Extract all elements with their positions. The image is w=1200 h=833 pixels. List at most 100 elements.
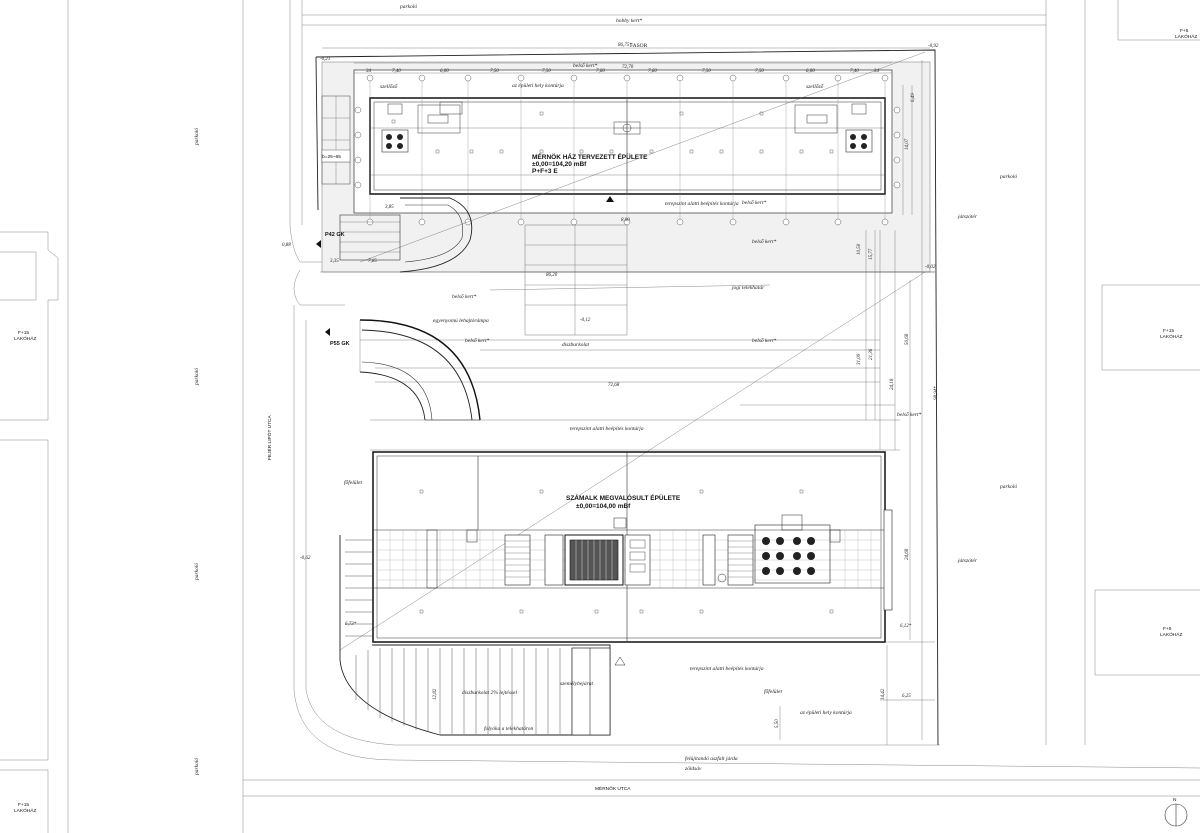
- zoldsav-label: zöldsáv: [684, 766, 702, 772]
- axis-markers: [354, 74, 901, 226]
- belso-kert-2: belső kert*: [465, 337, 490, 344]
- parkolo-right-1: parkoló: [999, 174, 1017, 180]
- belso-kert-3: belső kert*: [752, 238, 777, 245]
- szamalk-building: SZÁMALK MEGVALÓSULT ÉPÜLETE ±0,00=104,00…: [372, 451, 893, 643]
- diszburkolat-label: díszburkolat: [562, 342, 590, 348]
- dim-002: -0,02: [925, 265, 936, 270]
- szamalk-roof-units: [613, 509, 893, 611]
- entrance-marker: [606, 196, 614, 202]
- dim-740a: 7,40: [392, 69, 401, 74]
- dim-1407: 14,07: [905, 138, 910, 150]
- dim-34b: 34: [874, 69, 880, 74]
- jatszoter-label-1: játszótér: [957, 214, 978, 220]
- terepszint-label-3: terepszint alatti beépítés kontúrja: [690, 666, 764, 672]
- dim-1050: 10,50: [857, 243, 862, 255]
- roof-hatch-center: [613, 121, 641, 135]
- lakohaz-right1-a: F+5: [1180, 28, 1189, 34]
- p42-label: P42 GK: [325, 232, 345, 238]
- dim-750c: 7,50: [702, 69, 711, 74]
- fofelulet-label-2: főfelület: [764, 688, 782, 695]
- belso-kert-5: belső kert*: [742, 199, 767, 206]
- lakohaz-left1-b: LAKÓHÁZ: [14, 335, 36, 342]
- dim-092: -0,92: [928, 44, 939, 49]
- p55-label: P55 GK: [330, 341, 350, 347]
- dim-088: 0,88: [282, 243, 291, 248]
- dim-625: 6,25: [902, 694, 911, 699]
- mernok-haz-level: ±0,00=104,20 mBf: [532, 161, 587, 168]
- dim-335: 3,35: [330, 259, 339, 264]
- lakohaz-right2-b: LAKÓHÁZ: [1160, 333, 1182, 340]
- dim-750d: 7,50: [755, 69, 764, 74]
- lakohaz-right3-a: F+5: [1163, 626, 1172, 632]
- roof-equipment-left: [381, 101, 463, 153]
- street-fejer-lipot: FEJÉR LIPÓT UTCA: [266, 415, 273, 460]
- felujitando-label: felújítandó aszfalt járda: [685, 755, 738, 762]
- dim-2136: 21,36: [869, 348, 874, 360]
- dim-750b: 7,50: [542, 69, 551, 74]
- dim-800: 8,00: [621, 218, 630, 223]
- dim-9894: 98,94*: [934, 386, 939, 400]
- left-ramp-block: P42 GK 3,85 3,35 7,65: [316, 95, 473, 273]
- dim-top-total: 86,75*: [618, 43, 632, 48]
- jatszoter-label-2: játszótér: [957, 558, 978, 564]
- szamalk-level: ±0,00=104,00 mBf: [576, 503, 631, 510]
- szamalk-title: SZÁMALK MEGVALÓSULT ÉPÜLETE: [566, 493, 681, 502]
- diagonal-lines: [339, 51, 926, 651]
- szamalk-vents: [419, 489, 834, 614]
- belso-kert-1: belső kert*: [452, 293, 477, 300]
- bejarat-label: b=25~65: [322, 154, 341, 160]
- roof-vents: [391, 111, 834, 154]
- epuleti-hely-label-2: az épületi hely kontúrja: [800, 710, 852, 716]
- dim-1577: 15,77: [869, 248, 874, 260]
- parkolo-left-2: parkoló: [194, 368, 200, 386]
- szamalk-stairs: [426, 529, 754, 589]
- dim-2418: 24,18: [890, 378, 895, 390]
- dim-7268: 72,68: [608, 383, 620, 388]
- parkolo-right-2: parkoló: [999, 484, 1017, 490]
- parkolo-left-3: parkoló: [194, 563, 200, 581]
- top-dimension-chain: 86,75* 72,70 7,40 6,00 7,50 7,50 7,60 7,…: [320, 43, 939, 270]
- dim-600b: 6,00: [806, 69, 815, 74]
- belso-kert-4: belső kert*: [752, 337, 777, 344]
- mernok-haz-floors: P+F+3 E: [532, 168, 558, 175]
- folyoka-label: folyóka a telekhatáron: [484, 725, 534, 732]
- dim-385: 3,85: [385, 205, 394, 210]
- belso-kert-top: belső kert*: [573, 62, 598, 69]
- street-lines: [67, 0, 1200, 833]
- epuleti-hely-label-1: az épületi hely kontúrja: [512, 83, 564, 89]
- roof-equipment-right: [794, 103, 873, 153]
- street-labels: FASOR FEJÉR LIPÓT UTCA MÉRNÖK UTCA parko…: [194, 4, 1017, 792]
- jogi-telekhatar-label: jogi telekhatár: [731, 285, 765, 291]
- szemelybejarat-label: személybejárat: [560, 681, 593, 687]
- p55-ramp: P55 GK egyenyomú lehajtórámpa: [325, 318, 489, 421]
- terepszint-label-2: terepszint alatti beépítés kontúrja: [570, 426, 644, 432]
- dim-600a: 6,00: [440, 69, 449, 74]
- parkolo-left-4: parkoló: [194, 758, 200, 776]
- dim-740b: 7,40: [850, 69, 859, 74]
- parkolo-top: parkoló: [399, 4, 417, 10]
- dim-8620: 86,20: [546, 273, 558, 278]
- terepszint-label-1: terepszint alatti beépítés kontúrja: [665, 201, 739, 207]
- fofelulet-label-1: főfelület: [344, 479, 362, 486]
- dim-top-inner: 72,70: [622, 65, 634, 70]
- mernok-grid-axes: [369, 80, 886, 225]
- szellozo-label-2: szellőző: [806, 83, 824, 90]
- dim-2468: 24,68: [905, 548, 910, 560]
- right-dimensions: 98,94* 50,68 24,18 31,09 21,36 24,68 14,…: [282, 60, 939, 745]
- dim-5068: 50,68: [905, 333, 910, 345]
- mernok-haz-building: MÉRNÖK HÁZ TERVEZETT ÉPÜLETE ±0,00=104,2…: [354, 74, 901, 226]
- dim-3109: 31,09: [857, 353, 862, 365]
- dim-1282: 12,82: [433, 688, 438, 700]
- north-arrow: N: [1164, 797, 1188, 827]
- lakohaz-left2-a: F+15: [18, 802, 29, 808]
- lakohaz-left1-a: F+15: [18, 330, 29, 336]
- dim-673: 6,73*: [345, 622, 357, 627]
- szellozo-label-1: szellőző: [380, 83, 398, 90]
- diszburkolat-lejto-label: díszburkolat 2% lejtéssel: [462, 690, 517, 696]
- neighbour-labels: F+15 LAKÓHÁZ F+15 LAKÓHÁZ F+5 LAKÓHÁZ F+…: [14, 28, 1197, 814]
- dim-760a: 7,60: [596, 69, 605, 74]
- dim-750a: 7,50: [490, 69, 499, 74]
- site-boundary: [315, 49, 939, 746]
- dim-021: -0,21: [320, 57, 330, 62]
